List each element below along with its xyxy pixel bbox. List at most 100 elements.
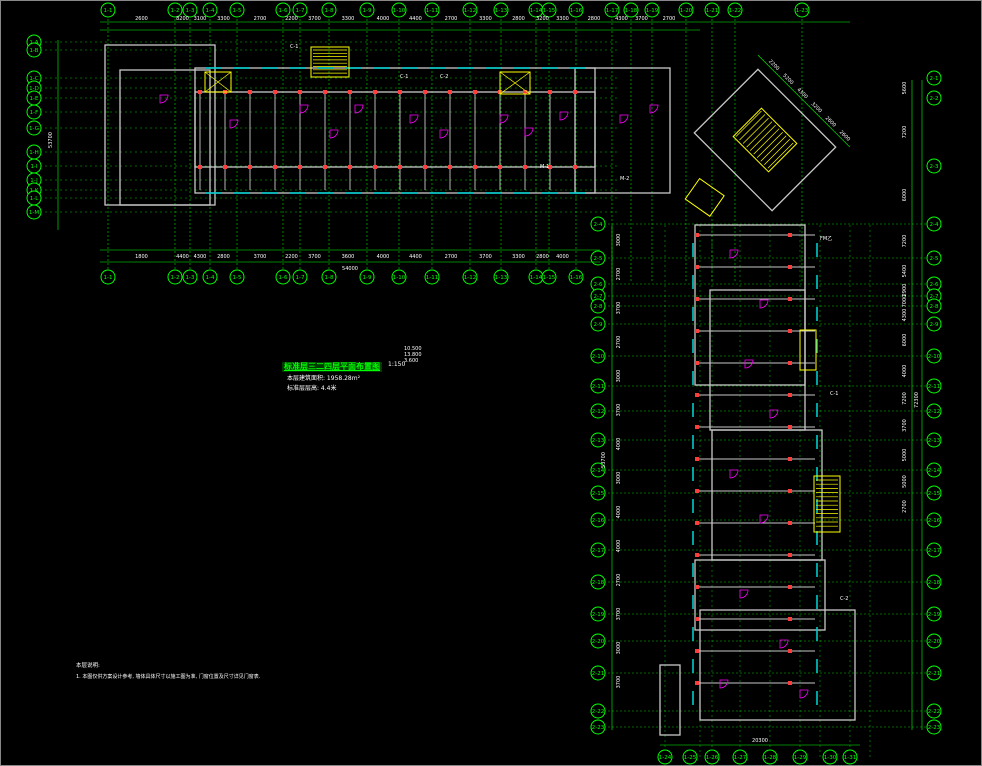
grid-bubble-leftwing-18: 2-19 bbox=[590, 606, 606, 622]
dim-top-12: 2800 bbox=[512, 16, 525, 22]
elevator-rw bbox=[799, 329, 817, 371]
column-top-a-10 bbox=[448, 90, 452, 94]
grid-bubble-right-6-label: 2-7 bbox=[930, 294, 939, 300]
grid-bubble-right-19: 2-20 bbox=[926, 633, 942, 649]
grid-bubble-leftwing-16-circle bbox=[590, 542, 606, 558]
grid-bubble-right-14: 2-15 bbox=[926, 485, 942, 501]
grid-bubble-right-15-circle bbox=[926, 512, 942, 528]
grid-bubble-bottom-5-circle bbox=[275, 269, 291, 285]
drawing-title: 标准层三二四层平面布置图 bbox=[282, 362, 382, 372]
grid-bubble-bottom-14-circle bbox=[541, 269, 557, 285]
grid-bubble-leftwing-21-label: 2-22 bbox=[592, 709, 604, 715]
grid-bubble-right-13: 2-14 bbox=[926, 462, 942, 478]
grid-bubble-right-13-label: 2-14 bbox=[928, 468, 941, 474]
grid-bubble-top-17-label: 1-18 bbox=[625, 8, 638, 14]
grid-bubble-top-20-circle bbox=[704, 2, 720, 18]
stair-diagonal bbox=[732, 107, 798, 173]
dim-top-5: 2200 bbox=[285, 16, 298, 22]
grid-bubble-bottom-15-label: 1-16 bbox=[570, 275, 583, 281]
grid-bubble-bottom-11-label: 1-12 bbox=[464, 275, 476, 281]
grid-bubble-left-6-label: 1-G bbox=[29, 126, 39, 132]
grid-bubble-top-2-circle bbox=[182, 2, 198, 18]
grid-bubble-leftwing-22-circle bbox=[590, 719, 606, 735]
annotation-3: M-1 bbox=[540, 164, 549, 170]
stair-diagonal-step-4 bbox=[749, 124, 776, 151]
door-8 bbox=[524, 127, 534, 137]
axis-grid-layer: 1-11-11-21-21-31-31-41-41-51-51-61-61-71… bbox=[26, 2, 942, 765]
dim-right-9: 4000 bbox=[902, 365, 908, 378]
grid-bubble-top-12-circle bbox=[493, 2, 509, 18]
dim-top-7: 3300 bbox=[342, 16, 355, 22]
grid-bubble-bottom-1-label: 1-2 bbox=[171, 275, 180, 281]
dim-bottom-3: 2800 bbox=[217, 254, 230, 260]
grid-bubble-left-4: 1-E bbox=[26, 90, 42, 106]
grid-bubble-leftwing-10-circle bbox=[590, 378, 606, 394]
dim-leftwing-8: 4000 bbox=[616, 506, 622, 519]
grid-bubble-right-5-label: 2-6 bbox=[930, 282, 939, 288]
grid-bubble-top-22: 1-23 bbox=[794, 2, 810, 18]
grid-bubble-left-8-label: 1-I bbox=[30, 164, 37, 170]
wall-top-wing-corridor bbox=[194, 91, 596, 168]
dim-right-8: 6000 bbox=[902, 334, 908, 347]
grid-bubble-bottom-6: 1-7 bbox=[292, 269, 308, 285]
grid-bubble-top-1-circle bbox=[167, 2, 183, 18]
dim-top-15: 2800 bbox=[588, 16, 601, 22]
column-top-a-4 bbox=[298, 90, 302, 94]
grid-bubble-rw-bottom-3: 1-27 bbox=[732, 749, 748, 765]
column-top-b-14 bbox=[548, 165, 552, 169]
dim-bottom-5: 2200 bbox=[285, 254, 298, 260]
grid-bubble-bottom-2: 1-3 bbox=[182, 269, 198, 285]
elevator-top-2-x2 bbox=[499, 71, 531, 95]
column-top-b-13 bbox=[523, 165, 527, 169]
grid-bubble-top-19-label: 1-20 bbox=[680, 8, 693, 14]
grid-bubble-leftwing-9: 2-10 bbox=[590, 348, 606, 364]
column-top-b-2 bbox=[248, 165, 252, 169]
column-rw-b-7 bbox=[788, 457, 792, 461]
door-12 bbox=[729, 249, 739, 259]
door-3 bbox=[329, 129, 339, 139]
grid-bubble-top-3-circle bbox=[202, 2, 218, 18]
grid-bubble-right-12: 2-13 bbox=[926, 432, 942, 448]
grid-bubble-left-3-label: 1-D bbox=[29, 86, 39, 92]
grid-bubble-right-17-circle bbox=[926, 574, 942, 590]
column-top-a-8 bbox=[398, 90, 402, 94]
column-top-a-5 bbox=[323, 90, 327, 94]
grid-bubble-top-10: 1-11 bbox=[424, 2, 440, 18]
door-4 bbox=[354, 104, 364, 114]
column-top-b-7 bbox=[373, 165, 377, 169]
grid-bubble-top-11: 1-12 bbox=[462, 2, 478, 18]
wall-west-inner bbox=[119, 69, 211, 206]
column-rw-b-11 bbox=[788, 585, 792, 589]
grid-bubble-right-1-circle bbox=[926, 90, 942, 106]
grid-bubble-bottom-3: 1-4 bbox=[202, 269, 218, 285]
elevation-stack: 10.500 13.800 3.600 bbox=[404, 346, 422, 364]
column-top-b-6 bbox=[348, 165, 352, 169]
door-21 bbox=[799, 689, 809, 699]
door-9 bbox=[559, 111, 569, 121]
grid-bubble-right-10: 2-11 bbox=[926, 378, 942, 394]
grid-bubble-top-8-label: 1-9 bbox=[363, 8, 372, 14]
stair-diagonal-step-1 bbox=[739, 114, 766, 141]
grid-bubble-bottom-6-label: 1-7 bbox=[296, 275, 305, 281]
grid-bubble-top-16-circle bbox=[604, 2, 620, 18]
floor-area-text: 本层建筑面积: 1958.28m² bbox=[287, 375, 360, 382]
grid-bubble-rw-bottom-2: 1-26 bbox=[704, 749, 720, 765]
dim-diagonal-0: 2200 bbox=[767, 59, 780, 72]
grid-bubble-leftwing-4-circle bbox=[590, 250, 606, 266]
grid-bubble-bottom-15: 1-16 bbox=[568, 269, 584, 285]
floor-height-text: 标准层层高: 4.4米 bbox=[287, 385, 337, 392]
elevator-top-2 bbox=[499, 71, 531, 95]
column-top-a-2 bbox=[248, 90, 252, 94]
grid-bubble-top-6-circle bbox=[292, 2, 308, 18]
grid-bubble-bottom-0-circle bbox=[100, 269, 116, 285]
grid-bubble-leftwing-10: 2-11 bbox=[590, 378, 606, 394]
grid-bubble-top-0-circle bbox=[100, 2, 116, 18]
dim-bottom-11: 3700 bbox=[479, 254, 492, 260]
grid-bubble-right-21: 2-22 bbox=[926, 703, 942, 719]
grid-bubble-leftwing-15-circle bbox=[590, 512, 606, 528]
column-rw-b-2 bbox=[788, 297, 792, 301]
grid-bubble-left-11-label: 1-L bbox=[30, 196, 39, 202]
grid-bubble-top-7-circle bbox=[321, 2, 337, 18]
